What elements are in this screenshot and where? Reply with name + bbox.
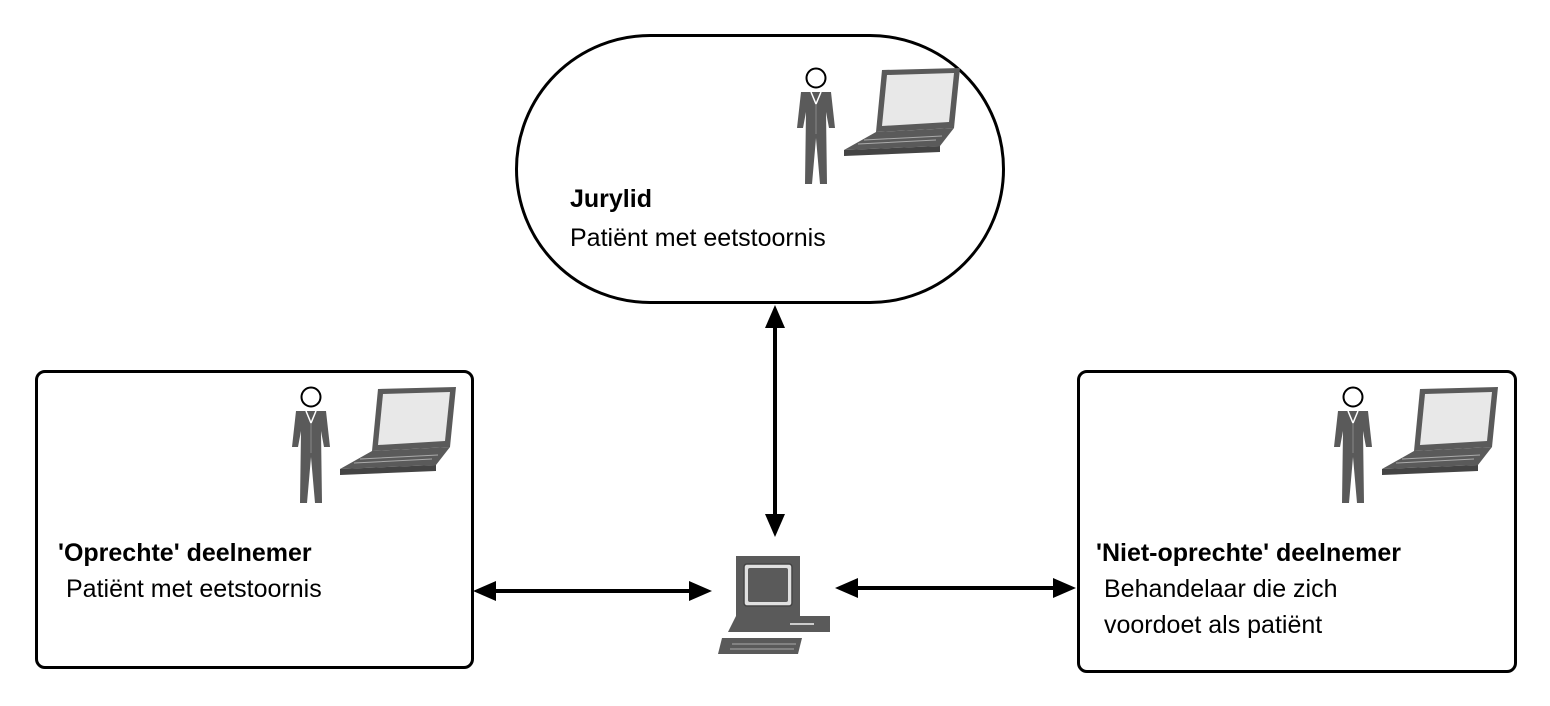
jurylid-title: Jurylid	[570, 185, 652, 213]
oprechte-person-icon	[291, 386, 331, 504]
arrow-computer-niet-oprechte	[835, 578, 1076, 598]
oprechte-laptop-icon	[339, 386, 457, 476]
jurylid-desc: Patiënt met eetstoornis	[570, 224, 826, 252]
oprechte-desc: Patiënt met eetstoornis	[66, 575, 322, 603]
arrow-jurylid-computer	[765, 305, 785, 537]
jurylid-person-icon	[796, 67, 836, 185]
niet-oprechte-desc-line1: Behandelaar die zich	[1104, 575, 1338, 603]
oprechte-title: 'Oprechte' deelnemer	[58, 539, 312, 567]
niet-oprechte-desc-line2: voordoet als patiënt	[1104, 611, 1323, 639]
computer-icon	[717, 555, 831, 655]
niet-oprechte-person-icon	[1333, 386, 1373, 504]
arrow-oprechte-computer	[473, 581, 712, 601]
niet-oprechte-title: 'Niet-oprechte' deelnemer	[1096, 539, 1402, 567]
niet-oprechte-laptop-icon	[1381, 386, 1499, 476]
jurylid-laptop-icon	[843, 67, 961, 157]
